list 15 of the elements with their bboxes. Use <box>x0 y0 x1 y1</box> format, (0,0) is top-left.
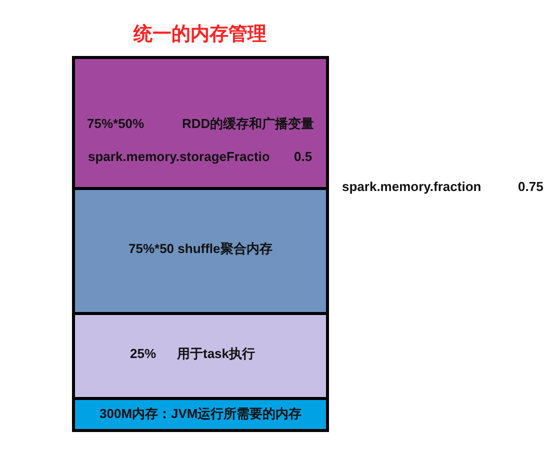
band-text: 0.5 <box>294 149 312 165</box>
memory-band <box>72 397 329 432</box>
title: 统一的内存管理 <box>134 23 266 47</box>
band-text: 25% <box>130 346 156 362</box>
memory-band <box>72 56 329 190</box>
band-text: 75%*50 shuffle聚合内存 <box>128 241 272 257</box>
note-text: spark.memory.fraction <box>342 179 482 195</box>
memory-band <box>72 312 329 400</box>
band-text: spark.memory.storageFractio <box>88 149 270 165</box>
band-text: RDD的缓存和广播变量 <box>182 116 314 132</box>
band-text: 用于task执行 <box>177 346 256 362</box>
note-text: 0.75 <box>518 179 544 195</box>
band-text: 300M内存：JVM运行所需要的内存 <box>100 406 302 422</box>
memory-band <box>72 187 329 315</box>
band-text: 75%*50% <box>87 116 144 132</box>
